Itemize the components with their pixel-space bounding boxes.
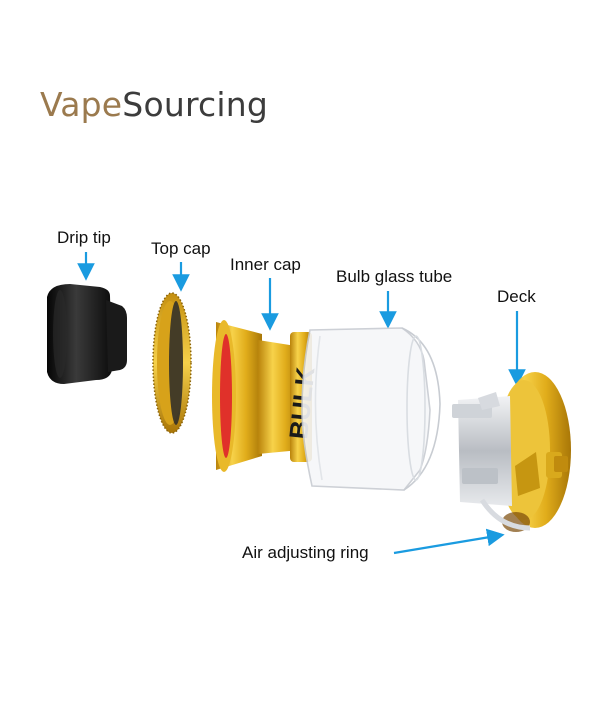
top-cap-part xyxy=(152,292,192,434)
arrow-air-ring xyxy=(393,528,505,555)
brand-logo-part2: Sourcing xyxy=(122,85,268,124)
brand-logo: VapeSourcing xyxy=(40,88,268,121)
label-deck: Deck xyxy=(497,287,536,306)
label-bulb-glass-tube: Bulb glass tube xyxy=(336,267,453,286)
label-inner-cap: Inner cap xyxy=(230,255,301,274)
brand-logo-part1: Vape xyxy=(40,85,123,124)
deck-part xyxy=(452,372,571,532)
label-drip-tip: Drip tip xyxy=(57,228,111,247)
label-top-cap: Top cap xyxy=(151,239,211,258)
pointer-arrows xyxy=(77,252,526,555)
bulb-glass-tube-part xyxy=(301,327,441,491)
drip-tip-part xyxy=(47,284,127,384)
label-air-adjusting-ring: Air adjusting ring xyxy=(242,543,369,562)
